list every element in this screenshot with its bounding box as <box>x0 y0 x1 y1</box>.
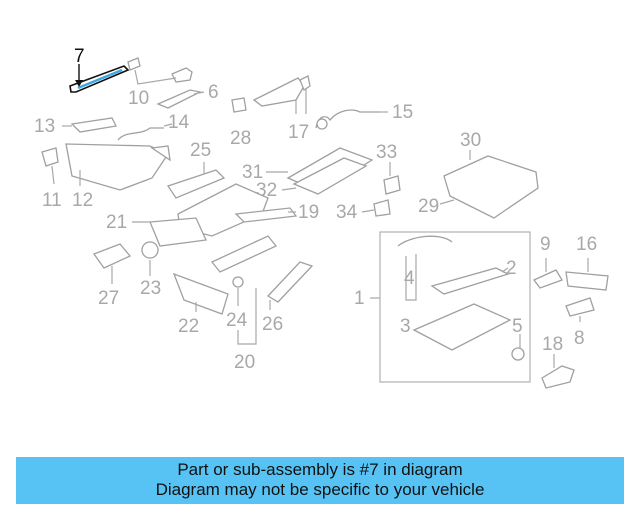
callout-10: 10 <box>128 88 149 109</box>
callout-9: 9 <box>540 234 551 255</box>
part-4[interactable]: 4 <box>397 235 453 301</box>
info-banner: Part or sub-assembly is #7 in diagram Di… <box>16 457 624 504</box>
callout-17: 17 <box>288 122 309 143</box>
callout-27: 27 <box>98 288 119 309</box>
callout-14: 14 <box>168 112 190 133</box>
part-16[interactable]: 16 <box>565 234 609 291</box>
part-18[interactable]: 18 <box>541 334 575 389</box>
part-20[interactable]: 20 <box>234 288 257 373</box>
callout-18: 18 <box>542 334 563 355</box>
callout-20: 20 <box>234 352 255 373</box>
callout-30: 30 <box>460 130 481 151</box>
part-24[interactable]: 24 <box>210 235 278 331</box>
callout-13: 13 <box>34 116 55 137</box>
part-23[interactable]: 23 <box>140 241 161 299</box>
part-3[interactable]: 3 <box>400 303 512 351</box>
part-11[interactable]: 11 <box>41 147 62 211</box>
callout-33: 33 <box>376 142 397 163</box>
part-9[interactable]: 9 <box>532 234 563 289</box>
callout-28: 28 <box>230 128 251 149</box>
part-30[interactable]: 30 <box>443 130 539 219</box>
callout-16: 16 <box>576 234 597 255</box>
callout-3: 3 <box>400 316 411 337</box>
callout-31: 31 <box>242 162 263 183</box>
banner-line-2: Diagram may not be specific to your vehi… <box>155 480 485 499</box>
part-13[interactable]: 13 <box>34 116 117 137</box>
part-25[interactable]: 25 <box>166 140 226 199</box>
callout-24: 24 <box>226 310 248 331</box>
part-14[interactable]: 14 <box>117 112 190 141</box>
callout-8: 8 <box>574 328 585 349</box>
callout-2: 2 <box>506 258 517 279</box>
callout-21: 21 <box>106 212 127 233</box>
callout-7: 7 <box>74 46 85 67</box>
callout-11: 11 <box>42 190 62 211</box>
callout-19: 19 <box>298 202 319 223</box>
callout-34: 34 <box>336 202 358 223</box>
part-2[interactable]: 2 <box>430 258 517 295</box>
part-27[interactable]: 27 <box>92 243 132 309</box>
part-28[interactable]: 28 <box>230 97 251 149</box>
part-12[interactable]: 12 <box>65 143 171 211</box>
callout-26: 26 <box>262 314 283 335</box>
part-1[interactable]: 1 <box>354 231 531 383</box>
callout-25: 25 <box>190 140 211 161</box>
part-15[interactable]: 15 <box>315 102 413 130</box>
part-21[interactable]: 21 <box>106 212 207 247</box>
callout-22: 22 <box>178 316 199 337</box>
callout-23: 23 <box>140 278 161 299</box>
part-33[interactable]: 33 <box>376 142 401 195</box>
part-8[interactable]: 8 <box>565 297 595 349</box>
part-5[interactable]: 5 <box>511 316 525 361</box>
part-7[interactable]: 7 <box>69 46 130 93</box>
callout-6: 6 <box>208 82 219 103</box>
part-34[interactable]: 34 <box>336 199 391 223</box>
part-6[interactable]: 6 <box>156 82 219 109</box>
part-29[interactable]: 29 <box>418 196 455 217</box>
callout-5: 5 <box>512 316 523 337</box>
callout-4: 4 <box>404 268 415 289</box>
callout-15: 15 <box>392 102 413 123</box>
callout-1: 1 <box>354 288 365 309</box>
part-22[interactable]: 22 <box>172 272 229 337</box>
callout-12: 12 <box>72 190 93 211</box>
part-17[interactable]: 17 <box>252 75 311 143</box>
part-10[interactable]: 10 <box>127 57 193 109</box>
part-26[interactable]: 26 <box>262 261 314 335</box>
callout-29: 29 <box>418 196 439 217</box>
banner-line-1: Part or sub-assembly is #7 in diagram <box>177 460 463 479</box>
